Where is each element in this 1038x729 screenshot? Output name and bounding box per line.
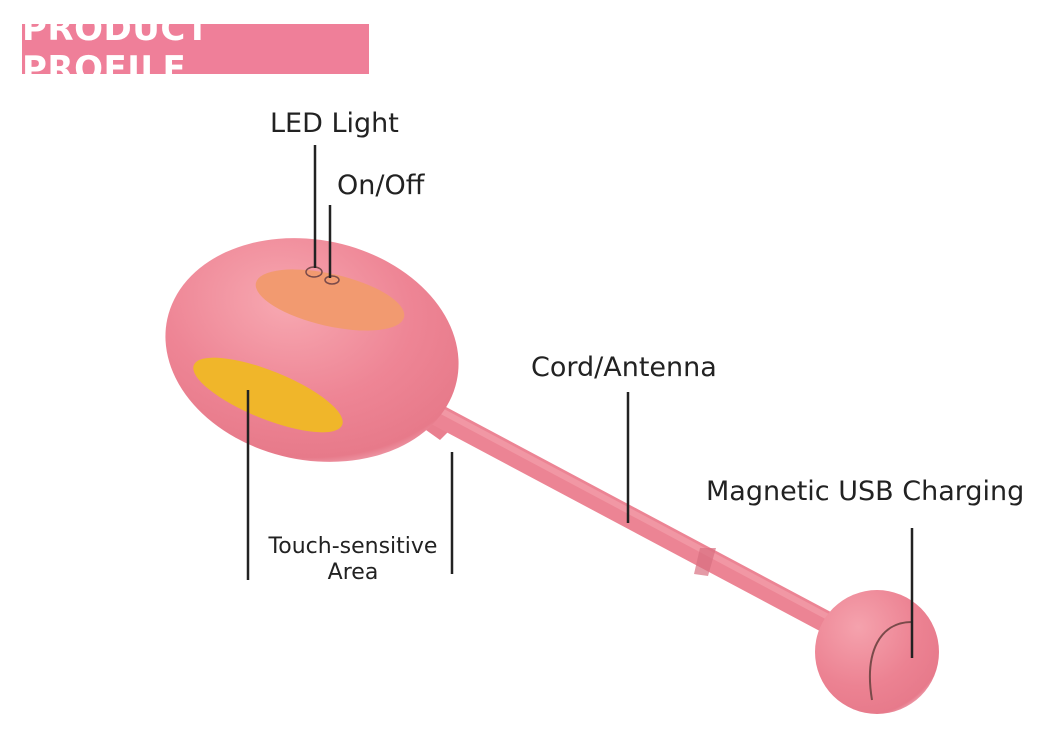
label-magnetic-usb-charging: Magnetic USB Charging [706,476,1025,507]
label-touch-sensitive-area: Touch-sensitive Area [248,534,458,586]
touch-sensitive-area [193,357,343,433]
magnetic-usb-port-icon [868,621,913,701]
egg-body [165,238,459,462]
header-banner: PRODUCT PROFILE [22,9,369,89]
label-touch-line2: Area [327,560,379,585]
power-button-icon[interactable] [324,275,340,285]
label-touch-line1: Touch-sensitive [268,534,438,559]
label-cord-antenna: Cord/Antenna [531,352,717,383]
label-led-light: LED Light [270,108,399,139]
button-area [255,269,405,331]
page-title: PRODUCT PROFILE [22,9,210,89]
label-on-off: On/Off [337,170,425,201]
leader-lines [246,145,914,658]
cord [395,396,871,651]
charging-ball [815,590,939,714]
